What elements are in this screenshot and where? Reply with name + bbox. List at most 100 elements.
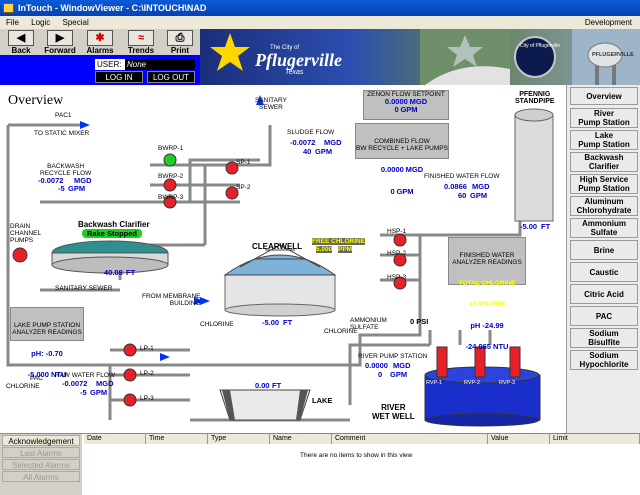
standpipe-level-unit: FT (541, 222, 551, 231)
clearwell-label: CLEARWELL (252, 242, 303, 251)
col-value[interactable]: Value (488, 434, 550, 444)
city-seal-icon (514, 36, 556, 78)
backwash-recycle-label: BACKWASH RECYCLE FLOW (40, 163, 92, 177)
river-flow-gpm: 0 (378, 370, 383, 379)
col-name[interactable]: Name (270, 434, 332, 444)
combined-flow-label: COMBINED FLOW BW RECYCLE + LAKE PUMPS (356, 138, 448, 152)
ammonium-sulfate-label: AMMONIUM SULFATE (350, 317, 387, 331)
menu-development[interactable]: Development (584, 18, 632, 27)
nav-high-service-pump-station[interactable]: High Service Pump Station (570, 174, 638, 194)
combined-flow-gpm: 0 (390, 187, 395, 196)
sludge-mgd: -0.0072 (290, 138, 316, 147)
sludge-mgd-unit: MGD (324, 138, 342, 147)
clearwell-level-unit: FT (283, 318, 293, 327)
nav-river-pump-station[interactable]: River Pump Station (570, 108, 638, 128)
finished-ph-label: pH (470, 321, 481, 330)
all-alarms-button[interactable]: All Alarms (2, 471, 80, 482)
raw-water-mgd: -0.0072 (62, 379, 88, 388)
rvp-3-pump (509, 346, 521, 378)
free-chlorine-unit: PPM (338, 246, 353, 253)
login-button[interactable]: LOG IN (95, 71, 143, 83)
col-limit[interactable]: Limit (550, 434, 640, 444)
lp-2-label: LP-2 (140, 370, 154, 377)
lake-level: 0.00 (255, 381, 270, 390)
total-chlorine-unit: PPM (490, 301, 505, 308)
nav-ammonium-sulfate[interactable]: Ammonium Sulfate (570, 218, 638, 238)
combined-flow-mgd: 0.0000 (380, 165, 404, 174)
nav-citric-acid[interactable]: Citric Acid (570, 284, 638, 304)
nav-sodium-hypochlorite[interactable]: Sodium Hypochlorite (570, 350, 638, 370)
banner-city: Pflugerville (255, 50, 342, 70)
pac1-label: PAC1 (55, 112, 72, 119)
flow-arrow (160, 353, 170, 361)
intouch-app-icon (3, 3, 14, 13)
lake-ph-value: -0.70 (45, 349, 63, 358)
backwash-recycle-mgd: -0.0072 (38, 176, 64, 185)
hsp-3-label: HSP-3 (387, 274, 407, 281)
col-type[interactable]: Type (208, 434, 270, 444)
pac-label: PAC (30, 375, 43, 382)
combined-flow-mgd-unit: MGD (405, 165, 424, 174)
sp-1-pump (225, 161, 239, 175)
bwrp-2-label: BWRP-2 (158, 173, 184, 180)
sp-2-label: SP-2 (236, 184, 251, 191)
alarm-controls: Acknowledgement Last Alarms Selected Ala… (0, 434, 82, 495)
lake-analyzer-panel: LAKE PUMP STATION ANALYZER READINGS pH: … (10, 307, 84, 378)
finished-analyzer-panel: FINISHED WATER ANALYZER READINGS TOTAL C… (448, 237, 526, 350)
screen-navigation: Overview River Pump Station Lake Pump St… (566, 85, 640, 433)
banner-graphic (210, 29, 640, 85)
alarms-button[interactable]: ✱ Alarms (86, 30, 114, 55)
lake-level-unit: FT (272, 381, 282, 390)
hsp-3-pump (393, 276, 407, 290)
last-alarms-button[interactable]: Last Alarms (2, 447, 80, 458)
col-date[interactable]: Date (84, 434, 146, 444)
river-flow-gpm-unit: GPM (390, 370, 408, 379)
nav-lake-pump-station[interactable]: Lake Pump Station (570, 130, 638, 150)
city-banner: The City of Pflugerville Texas City of P… (200, 29, 640, 85)
nav-backwash-clarifier[interactable]: Backwash Clarifier (570, 152, 638, 172)
nav-pac[interactable]: PAC (570, 306, 638, 326)
forward-button[interactable]: ▶ Forward (44, 30, 76, 55)
rake-status-badge: Rake Stopped (82, 229, 143, 238)
tower-text: PFLUGERVILLE (592, 52, 634, 58)
drain-channel-label: DRAIN CHANNEL PUMPS (10, 223, 42, 244)
total-chlorine-value: 24.970 (469, 301, 489, 308)
clarifier-level-unit: FT (126, 268, 136, 277)
selected-alarms-button[interactable]: Selected Alarms (2, 459, 80, 470)
zenon-flow-gpm-unit: GPM (400, 105, 418, 114)
rvp-2-pump (474, 346, 486, 378)
bwrp-1-label: BWRP-1 (158, 145, 184, 152)
hsp-1-label: HSP-1 (387, 228, 407, 235)
finished-ph-value: -24.99 (482, 321, 504, 330)
nav-caustic[interactable]: Caustic (570, 262, 638, 282)
raw-water-gpm-unit: GPM (90, 388, 108, 397)
nav-brine[interactable]: Brine (570, 240, 638, 260)
sanitary-sewer-top-label: SANITARY SEWER (255, 97, 287, 111)
finished-flow-label: FINISHED WATER FLOW (424, 173, 500, 180)
nav-sodium-bisulfite[interactable]: Sodium Bisulfite (570, 328, 638, 348)
lake-ntu-value: -5.000 (27, 370, 49, 379)
total-chlorine-label: TOTAL CHLORINE (458, 280, 516, 287)
acknowledgement-button[interactable]: Acknowledgement (2, 435, 80, 446)
logout-button[interactable]: LOG OUT (147, 71, 195, 83)
print-button[interactable]: ⎙ Print (164, 29, 196, 55)
col-time[interactable]: Time (146, 434, 208, 444)
zenon-flow-mgd: 0.0000 (384, 97, 408, 106)
trends-button[interactable]: ≈ Trends (127, 30, 155, 55)
nav-aluminum-chlorohydrate[interactable]: Aluminum Chlorohydrate (570, 196, 638, 216)
menu-file[interactable]: File (6, 18, 19, 27)
clearwell-level: -5.00 (262, 318, 280, 327)
pfennig-standpipe-label: PFENNIG STANDPIPE (515, 91, 555, 105)
menu-logic[interactable]: Logic (31, 18, 51, 27)
free-chlorine-label: FREE CHLORINE (312, 238, 366, 245)
flow-arrow (200, 297, 210, 305)
nav-overview[interactable]: Overview (570, 87, 638, 105)
sp-1-label: SP-1 (236, 159, 251, 166)
zenon-flow-gpm: 0 (394, 105, 399, 114)
menu-bar: File Logic Special Development (0, 16, 640, 29)
process-overview: Overview (0, 85, 566, 433)
seal-text: City of Pflugerville (520, 43, 561, 49)
menu-special[interactable]: Special (62, 18, 89, 27)
back-button[interactable]: ◀ Back (4, 29, 38, 55)
col-comment[interactable]: Comment (332, 434, 488, 444)
